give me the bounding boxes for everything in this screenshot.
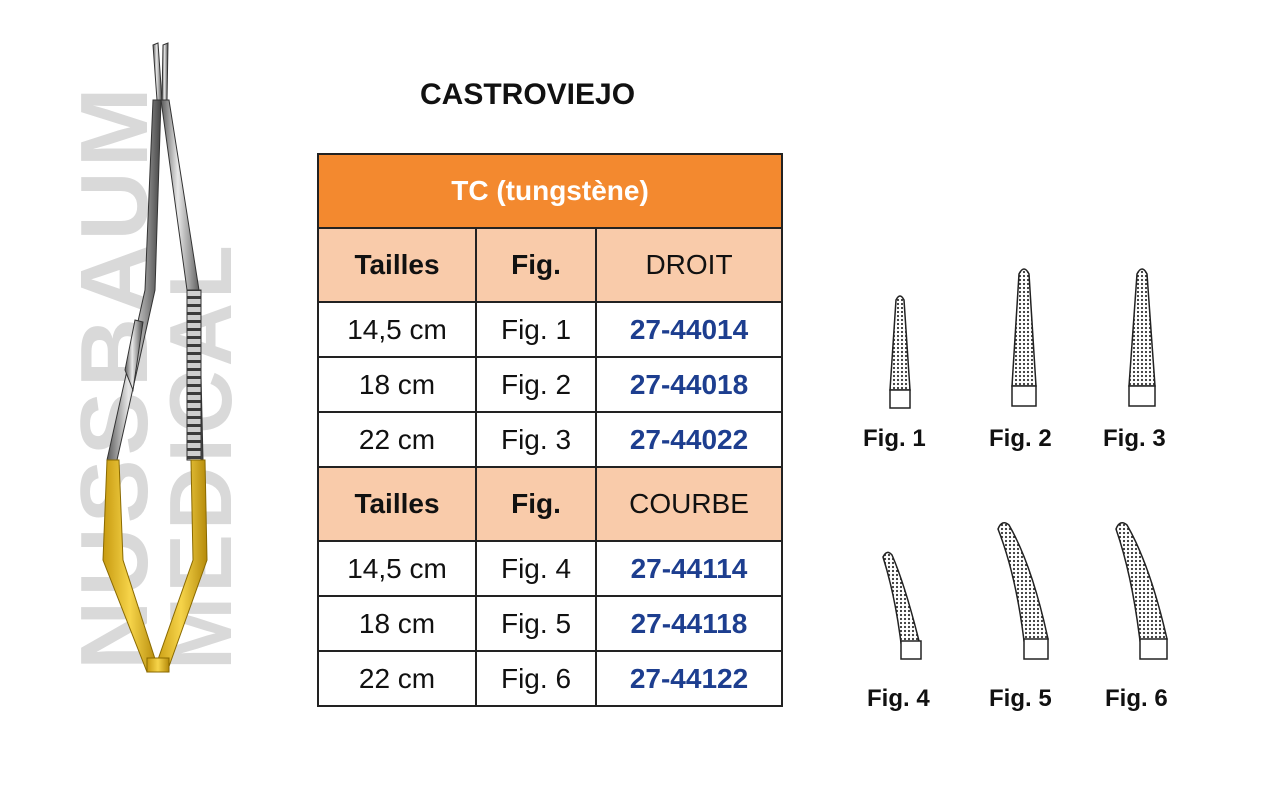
size-cell: 14,5 cm [317,540,477,597]
fig-6-label: Fig. 6 [1105,685,1168,712]
material-header: TC (tungstène) [317,153,783,229]
reference-cell: 27-44118 [595,595,783,652]
fig-5-label: Fig. 5 [989,685,1052,712]
size-cell: 18 cm [317,595,477,652]
col-fig-header: Fig. [475,227,597,303]
reference-cell: 27-44014 [595,301,783,358]
fig-cell: Fig. 5 [475,595,597,652]
size-cell: 18 cm [317,356,477,413]
fig-1-label: Fig. 1 [863,425,926,452]
table-row: 18 cm Fig. 5 27-44118 [317,595,783,652]
size-cell: 14,5 cm [317,301,477,358]
section-header-straight: Tailles Fig. DROIT [317,227,783,303]
reference-cell: 27-44022 [595,411,783,468]
fig-cell: Fig. 4 [475,540,597,597]
fig-4-curved-jaw [882,551,922,660]
reference-cell: 27-44114 [595,540,783,597]
product-table: TC (tungstène) Tailles Fig. DROIT 14,5 c… [317,153,783,707]
fig-cell: Fig. 6 [475,650,597,707]
fig-2-label: Fig. 2 [989,425,1052,452]
product-title: CASTROVIEJO [420,78,636,111]
fig-3-straight-jaw [1128,268,1156,407]
needle-holder-illustration [102,42,208,673]
table-row: 22 cm Fig. 6 27-44122 [317,650,783,707]
fig-cell: Fig. 3 [475,411,597,468]
fig-5-curved-jaw [997,522,1049,660]
col-type-header: DROIT [595,227,783,303]
col-type-header: COURBE [595,466,783,542]
col-sizes-header: Tailles [317,227,477,303]
table-row: 18 cm Fig. 2 27-44018 [317,356,783,413]
table-row: 14,5 cm Fig. 4 27-44114 [317,540,783,597]
table-row: 14,5 cm Fig. 1 27-44014 [317,301,783,358]
size-cell: 22 cm [317,411,477,468]
fig-1-straight-jaw [889,295,911,409]
fig-6-curved-jaw [1115,522,1168,660]
fig-3-label: Fig. 3 [1103,425,1166,452]
reference-cell: 27-44018 [595,356,783,413]
table-row: 22 cm Fig. 3 27-44022 [317,411,783,468]
section-header-curved: Tailles Fig. COURBE [317,466,783,542]
fig-4-label: Fig. 4 [867,685,930,712]
col-fig-header: Fig. [475,466,597,542]
size-cell: 22 cm [317,650,477,707]
col-sizes-header: Tailles [317,466,477,542]
fig-cell: Fig. 1 [475,301,597,358]
fig-cell: Fig. 2 [475,356,597,413]
reference-cell: 27-44122 [595,650,783,707]
fig-2-straight-jaw [1011,268,1037,407]
